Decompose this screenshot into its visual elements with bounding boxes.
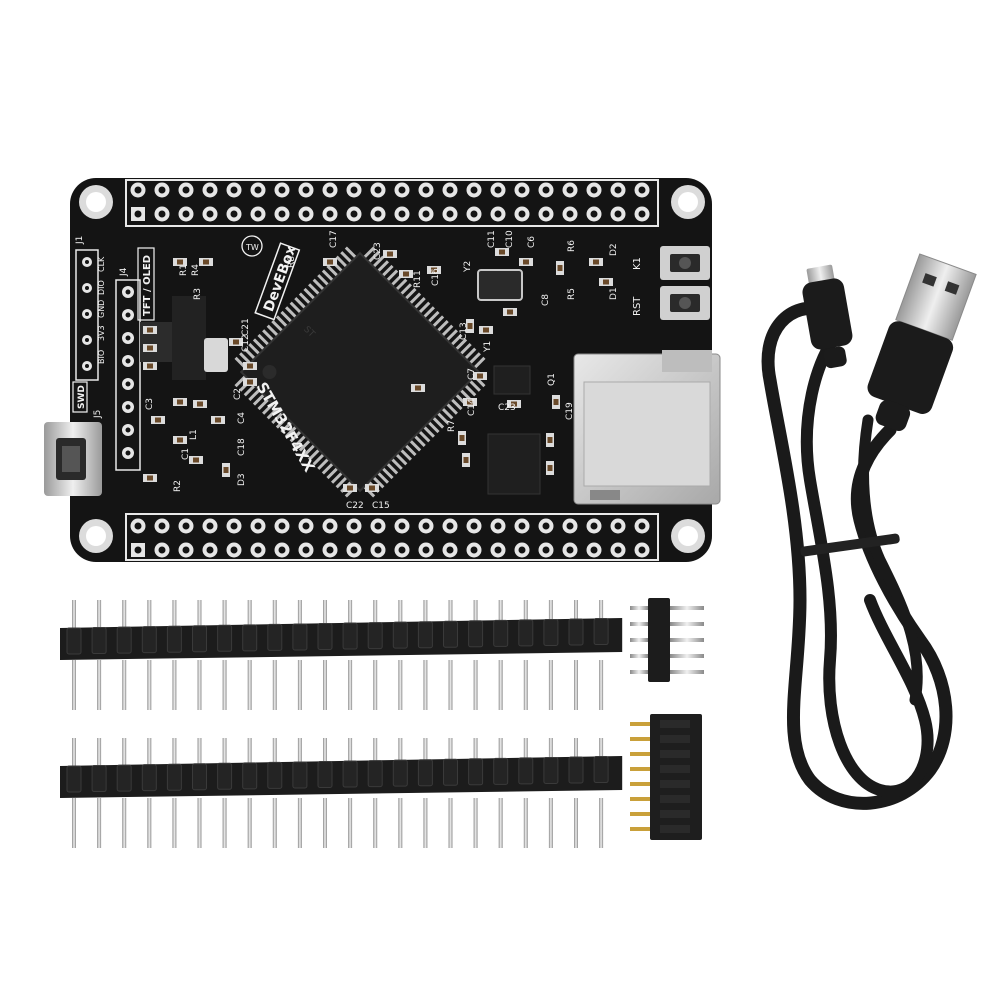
component-label: R11 <box>413 270 423 288</box>
component-label: C2 <box>233 388 243 400</box>
micro-usb-plug <box>802 264 853 369</box>
male-pin-header-row-1 <box>60 600 623 710</box>
component-label: C21 <box>241 318 251 336</box>
k1-label: K1 <box>632 257 643 270</box>
mounting-holes <box>79 185 705 553</box>
rst-label: RST <box>632 296 643 316</box>
component-label: Y2 <box>463 261 473 273</box>
component-label: C10 <box>505 230 515 248</box>
voltage-regulator <box>172 296 206 380</box>
component-label: D1 <box>609 287 619 300</box>
small-ic <box>493 365 531 395</box>
component-label: C7 <box>467 368 477 380</box>
component-label: R2 <box>173 480 183 492</box>
component-label: D2 <box>609 243 619 256</box>
usb-cable <box>761 301 953 810</box>
component-label: C19 <box>565 402 575 420</box>
component-label: C11 <box>487 230 497 248</box>
component-label: C8 <box>541 294 551 306</box>
tft-label: TFT / OLED <box>142 255 153 316</box>
component-label: R3 <box>193 288 203 300</box>
pin-label: 3V3 <box>97 325 106 341</box>
component-label: D3 <box>237 473 247 486</box>
smd-components <box>143 248 613 492</box>
j5-label: J5 <box>93 410 103 419</box>
component-label: C13 <box>459 322 469 340</box>
component-label: L1 <box>189 429 199 440</box>
j1-label: J1 <box>75 236 85 245</box>
sd-card-slot <box>573 350 721 505</box>
component-label: R7 <box>447 420 457 432</box>
top-header-outline <box>125 179 659 227</box>
component-label: Q1 <box>547 373 557 386</box>
male-pin-header-row-2 <box>60 738 623 848</box>
j4-label: J4 <box>119 267 129 277</box>
micro-usb-port[interactable] <box>44 422 102 496</box>
component-label: R1 <box>179 264 189 276</box>
component-label: C23 <box>498 403 516 413</box>
j4-pads <box>122 286 134 459</box>
j1-pads <box>82 257 92 371</box>
pin-label: BIO <box>97 350 106 364</box>
cable-tie <box>800 533 900 557</box>
component-label: C14 <box>467 398 477 416</box>
badge-label: TW <box>245 243 259 252</box>
button-rst[interactable] <box>660 286 710 320</box>
badge-circle <box>241 235 263 257</box>
component-label: C3 <box>145 398 155 410</box>
component-label: C16 <box>431 268 441 286</box>
pin-label: CLK <box>97 256 106 272</box>
cable-strand <box>858 414 923 706</box>
button-k1[interactable] <box>660 246 710 280</box>
component-label: C22 <box>346 501 364 511</box>
component-label: C6 <box>527 236 537 248</box>
component-label: C17 <box>329 230 339 248</box>
component-label: R4 <box>191 264 201 276</box>
cable-loop-outer <box>761 301 953 810</box>
component-label: Y1 <box>483 341 493 353</box>
component-label: R5 <box>567 288 577 300</box>
component-label: C23 <box>373 242 383 260</box>
j4-header-outline <box>115 279 141 471</box>
cable-loop-inner <box>800 324 934 798</box>
top-header-pads <box>130 182 650 222</box>
secondary-ic <box>487 433 541 495</box>
component-label: C12 <box>241 334 251 352</box>
usb-a-plug <box>867 253 977 431</box>
dev-board: ST STM32F4 <box>44 178 721 562</box>
swd-label: SWD <box>77 385 87 409</box>
component-label: R6 <box>567 240 577 252</box>
component-label: C4 <box>237 412 247 424</box>
female-header-8-pin <box>630 714 702 840</box>
pin-label: GND <box>97 300 106 318</box>
component-label: C1 <box>181 448 191 460</box>
bottom-header-pads <box>130 518 650 558</box>
pin-label: DIO <box>97 280 106 295</box>
component-label: R8 <box>287 256 297 268</box>
inductor <box>204 338 228 372</box>
component-label: C15 <box>372 501 390 511</box>
male-pin-header-5-pin <box>630 598 704 682</box>
mcu-chip: ST <box>234 246 486 498</box>
bottom-header-outline <box>125 513 659 561</box>
j1-header-outline <box>75 249 99 381</box>
component-label: C18 <box>237 438 247 456</box>
crystal-y2 <box>477 269 523 301</box>
